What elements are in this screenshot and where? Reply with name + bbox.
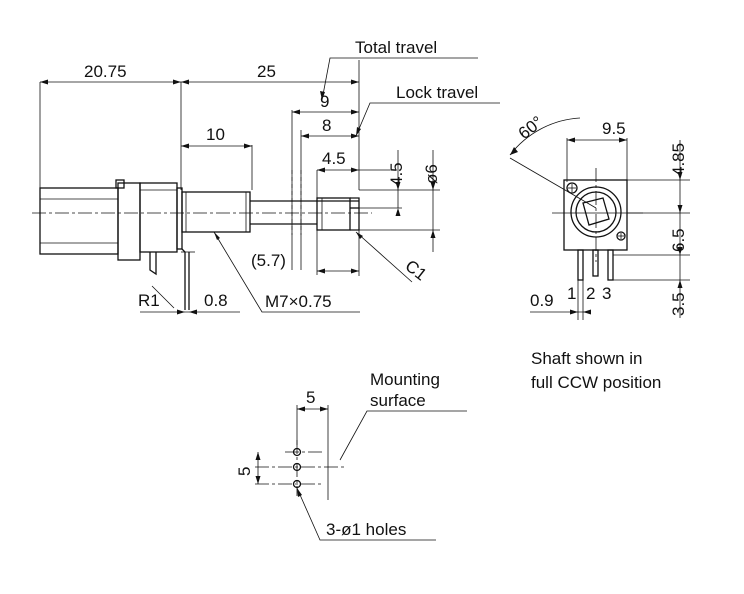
dim-lock-travel: 8 <box>322 116 331 135</box>
hole-layout-view: Mounting surface 5 5 3-ø1 holes <box>235 370 467 541</box>
dim-terminal-width: 0.8 <box>204 291 228 310</box>
dim-shaft-diameter: ø6 <box>422 164 441 184</box>
label-lock-travel: Lock travel <box>396 83 478 102</box>
dim-flat-depth: 4.5 <box>387 162 406 186</box>
note-line-2: full CCW position <box>531 373 661 392</box>
dim-hole-vertical: 5 <box>235 467 254 476</box>
position-note: Shaft shown in full CCW position <box>531 349 661 392</box>
dim-flat-length: 4.5 <box>322 149 346 168</box>
dim-middle-height: 6.5 <box>669 228 688 252</box>
dim-shaft-offset: (5.7) <box>251 251 286 270</box>
terminal-1-label: 1 <box>567 284 576 303</box>
side-view: 20.75 25 Total travel 9 Lock travel 8 10… <box>32 38 500 315</box>
dim-top-height: 4.85 <box>669 143 688 176</box>
terminal-2-label: 2 <box>586 284 595 303</box>
label-mounting-line-1: Mounting <box>370 370 440 389</box>
dim-terminal-pitch: 0.9 <box>530 291 554 310</box>
label-thread: M7×0.75 <box>265 292 332 311</box>
dim-thread-length: 10 <box>206 125 225 144</box>
label-mounting-line-2: surface <box>370 391 426 410</box>
dim-hole-horizontal: 5 <box>306 388 315 407</box>
dim-width: 9.5 <box>602 119 626 138</box>
dim-body-length: 20.75 <box>84 62 127 81</box>
label-holes: 3-ø1 holes <box>326 520 406 539</box>
label-total-travel: Total travel <box>355 38 437 57</box>
dim-terminal-length: 3.5 <box>669 292 688 316</box>
dim-angle: 60° <box>515 112 547 143</box>
dim-shaft-length: 25 <box>257 62 276 81</box>
front-view: 9.5 60° 4.85 6.5 <box>509 112 690 320</box>
note-line-1: Shaft shown in <box>531 349 643 368</box>
label-chamfer: C1 <box>402 256 431 284</box>
label-radius: R1 <box>138 291 160 310</box>
terminal-3-label: 3 <box>602 284 611 303</box>
dim-total-travel: 9 <box>320 92 329 111</box>
